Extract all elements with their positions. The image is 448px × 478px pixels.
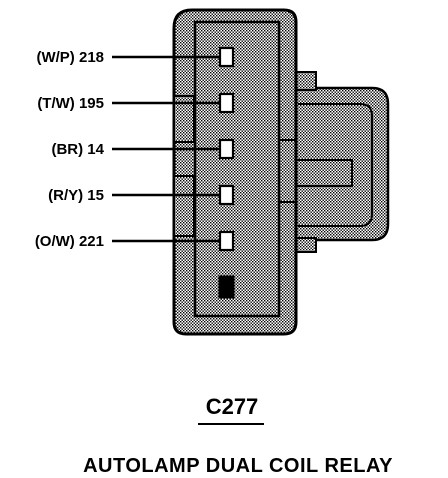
connector-latch-inner <box>298 103 373 227</box>
connector-caption: AUTOLAMP DUAL COIL RELAY <box>83 455 393 477</box>
connector-bottom-tab <box>295 237 317 253</box>
connector-latch <box>293 86 390 242</box>
pin-label: (T/W) 195 <box>37 95 104 112</box>
pin-terminal <box>218 184 235 206</box>
connector-id: C277 <box>206 394 259 419</box>
connector-step-detail <box>279 139 353 203</box>
leader-lines <box>112 55 220 243</box>
pin-terminal-unused <box>218 275 235 299</box>
pin-terminal <box>218 138 235 160</box>
connector-housing <box>172 8 390 336</box>
pin-terminal <box>218 92 235 114</box>
pin-label: (BR) 14 <box>51 141 104 158</box>
connector-cavity <box>193 20 281 318</box>
pin-labels: (W/P) 218 (T/W) 195 (BR) 14 (R/Y) 15 (O/… <box>35 49 105 250</box>
connector-left-notch <box>173 175 195 237</box>
pin-terminal <box>218 230 235 252</box>
pin-label: (R/Y) 15 <box>48 187 104 204</box>
pin-label: (W/P) 218 <box>36 49 104 66</box>
connector-top-tab <box>295 71 317 91</box>
pin-terminal <box>218 46 235 68</box>
pin-label: (O/W) 221 <box>35 233 104 250</box>
